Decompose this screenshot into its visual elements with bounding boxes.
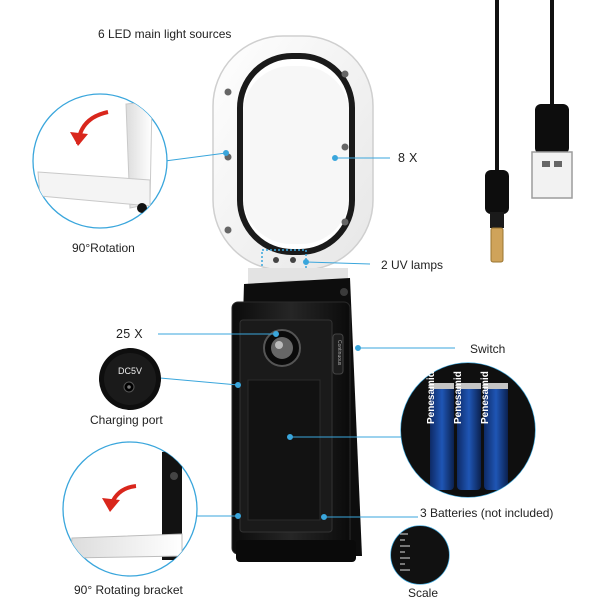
callout-lines: [158, 150, 455, 520]
usb-cable: [485, 0, 573, 263]
magnifier-frame: [212, 35, 374, 300]
rotating-bracket-label: 90° Rotating bracket: [74, 583, 183, 597]
rotation-label: 90°Rotation: [72, 241, 135, 255]
battery-brand-2: Penesamid: [453, 371, 464, 424]
rotation-detail-circle: [32, 93, 168, 229]
charging-port-circle: [99, 348, 161, 410]
battery-detail-circle: [400, 362, 536, 498]
magnifier-body: Continuous: [231, 278, 362, 562]
bracket-detail-circle: [62, 441, 198, 577]
uv-lamps-label: 2 UV lamps: [381, 258, 444, 272]
led-dot-icon: [341, 70, 349, 78]
led-dot-icon: [341, 218, 349, 226]
battery-brand-3: Penesamid: [480, 371, 491, 424]
led-dot-icon: [341, 143, 349, 151]
batteries-label: 3 Batteries (not included): [420, 506, 554, 520]
led-dot-icon: [224, 226, 232, 234]
usb-plug-icon: [535, 104, 569, 154]
led-sources-label: 6 LED main light sources: [98, 27, 232, 41]
magnify-8x-label: 8 X: [398, 151, 418, 165]
scale-detail-circle: [390, 525, 450, 585]
svg-text:Continuous: Continuous: [336, 340, 342, 366]
scale-label: Scale: [408, 586, 439, 600]
dc-barrel-plug-icon: [485, 170, 509, 214]
magnify-25x-label: 25 X: [116, 327, 143, 341]
battery-brand-1: Penesamid: [426, 371, 437, 424]
dc5v-label: DC5V: [118, 366, 143, 376]
charging-port-label: Charging port: [90, 413, 163, 427]
switch-label: Switch: [470, 342, 506, 356]
led-dot-icon: [224, 88, 232, 96]
